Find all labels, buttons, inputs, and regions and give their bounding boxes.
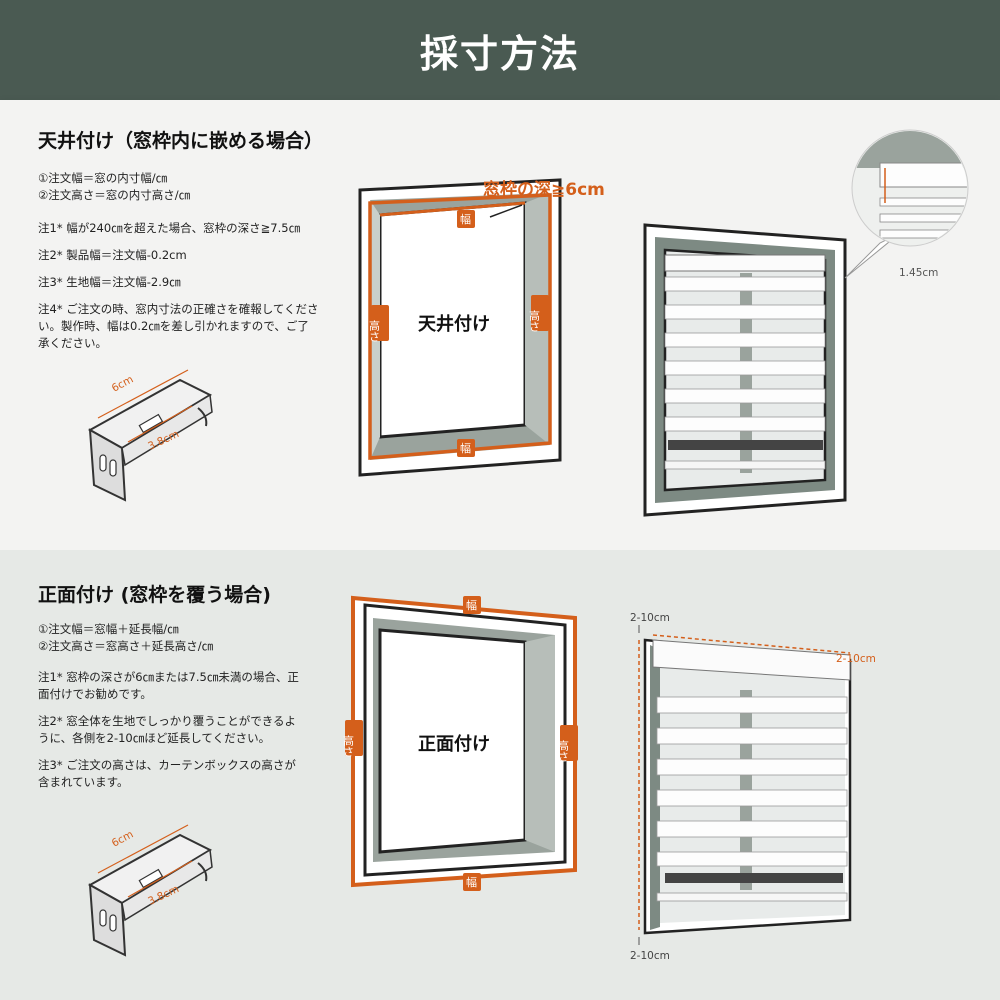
note-1: 注1* 窓枠の深さが6㎝または7.5㎝未満の場合、正面付けでお勧めです。 — [38, 670, 299, 701]
note-4: 注4* ご注文の時、窓内寸法の正確さを確報してください。製作時、幅は0.2㎝を差… — [38, 302, 319, 350]
order-width-rule: ①注文幅＝窓幅＋延長幅/㎝ — [38, 622, 179, 636]
order-width-rule: ①注文幅＝窓の内寸幅/㎝ — [38, 171, 168, 185]
note-2: 注2* 窓全体を生地でしっかり覆うことができるように、各側を2-10㎝ほど延長し… — [38, 714, 296, 745]
note-2: 注2* 製品幅＝注文幅-0.2cm — [38, 248, 187, 262]
order-height-rule: ②注文高さ＝窓の内寸高さ/㎝ — [38, 188, 191, 202]
section-title: 天井付け（窓枠内に嵌める場合） — [38, 130, 324, 152]
extension-bottom-label: 2-10cm — [630, 950, 670, 962]
extension-right-label: 2-10cm — [836, 653, 876, 665]
inside-mount-window-diagram: 幅 幅 高さ 高さ 窓枠の深≧6cm 天井付け — [358, 178, 605, 477]
note-3: 注3* 生地幅＝注文幅-2.9㎝ — [38, 275, 181, 289]
bracket-illustration: 6cm 3.8cm — [87, 369, 213, 502]
page-title: 採寸方法 — [419, 31, 580, 76]
face-mount-section: 正面付け (窓枠を覆う場合) ①注文幅＝窓幅＋延長幅/㎝ ②注文高さ＝窓高さ＋延… — [0, 550, 1000, 1000]
headrail-zoom-callout: 1.45cm — [844, 129, 969, 279]
note-1: 注1* 幅が240㎝を超えた場合、窓枠の深さ≧7.5㎝ — [38, 221, 301, 235]
blind-slats — [664, 276, 826, 470]
height-tag-right: 高さ — [528, 309, 541, 332]
blind-slats — [656, 696, 848, 902]
outside-mount-label: 正面付け — [418, 733, 490, 755]
height-tag-left: 高さ — [342, 734, 355, 757]
height-tag-left: 高さ — [368, 319, 381, 342]
extension-top-label: 2-10cm — [630, 612, 670, 624]
bracket-width-label: 6cm — [110, 373, 136, 394]
headrail-size-label: 1.45cm — [899, 267, 938, 279]
page-header: 採寸方法 — [0, 0, 1000, 100]
note-3: 注3* ご注文の高さは、カーテンボックスの高さが含まれています。 — [38, 758, 296, 789]
inside-mount-blind-illustration — [643, 223, 847, 517]
inside-mount-label: 天井付け — [418, 313, 490, 335]
width-tag-top: 幅 — [466, 599, 477, 612]
bracket-width-label: 6cm — [110, 828, 136, 849]
outside-mount-blind-illustration — [638, 625, 852, 945]
bracket-illustration: 6cm 3.8cm — [87, 824, 213, 957]
width-tag-bottom: 幅 — [466, 876, 477, 889]
width-tag-bottom: 幅 — [460, 442, 471, 455]
order-height-rule: ②注文高さ＝窓高さ＋延長高さ/㎝ — [38, 639, 214, 653]
height-tag-right: 高さ — [557, 739, 570, 762]
outside-mount-window-diagram: 幅 幅 高さ 高さ 正面付け — [342, 595, 578, 891]
section-title: 正面付け (窓枠を覆う場合) — [38, 584, 271, 606]
ceiling-mount-section: 天井付け（窓枠内に嵌める場合） ①注文幅＝窓の内寸幅/㎝ ②注文高さ＝窓の内寸高… — [0, 100, 1000, 550]
depth-requirement-label: 窓枠の深≧6cm — [483, 179, 605, 200]
width-tag-top: 幅 — [460, 213, 471, 226]
